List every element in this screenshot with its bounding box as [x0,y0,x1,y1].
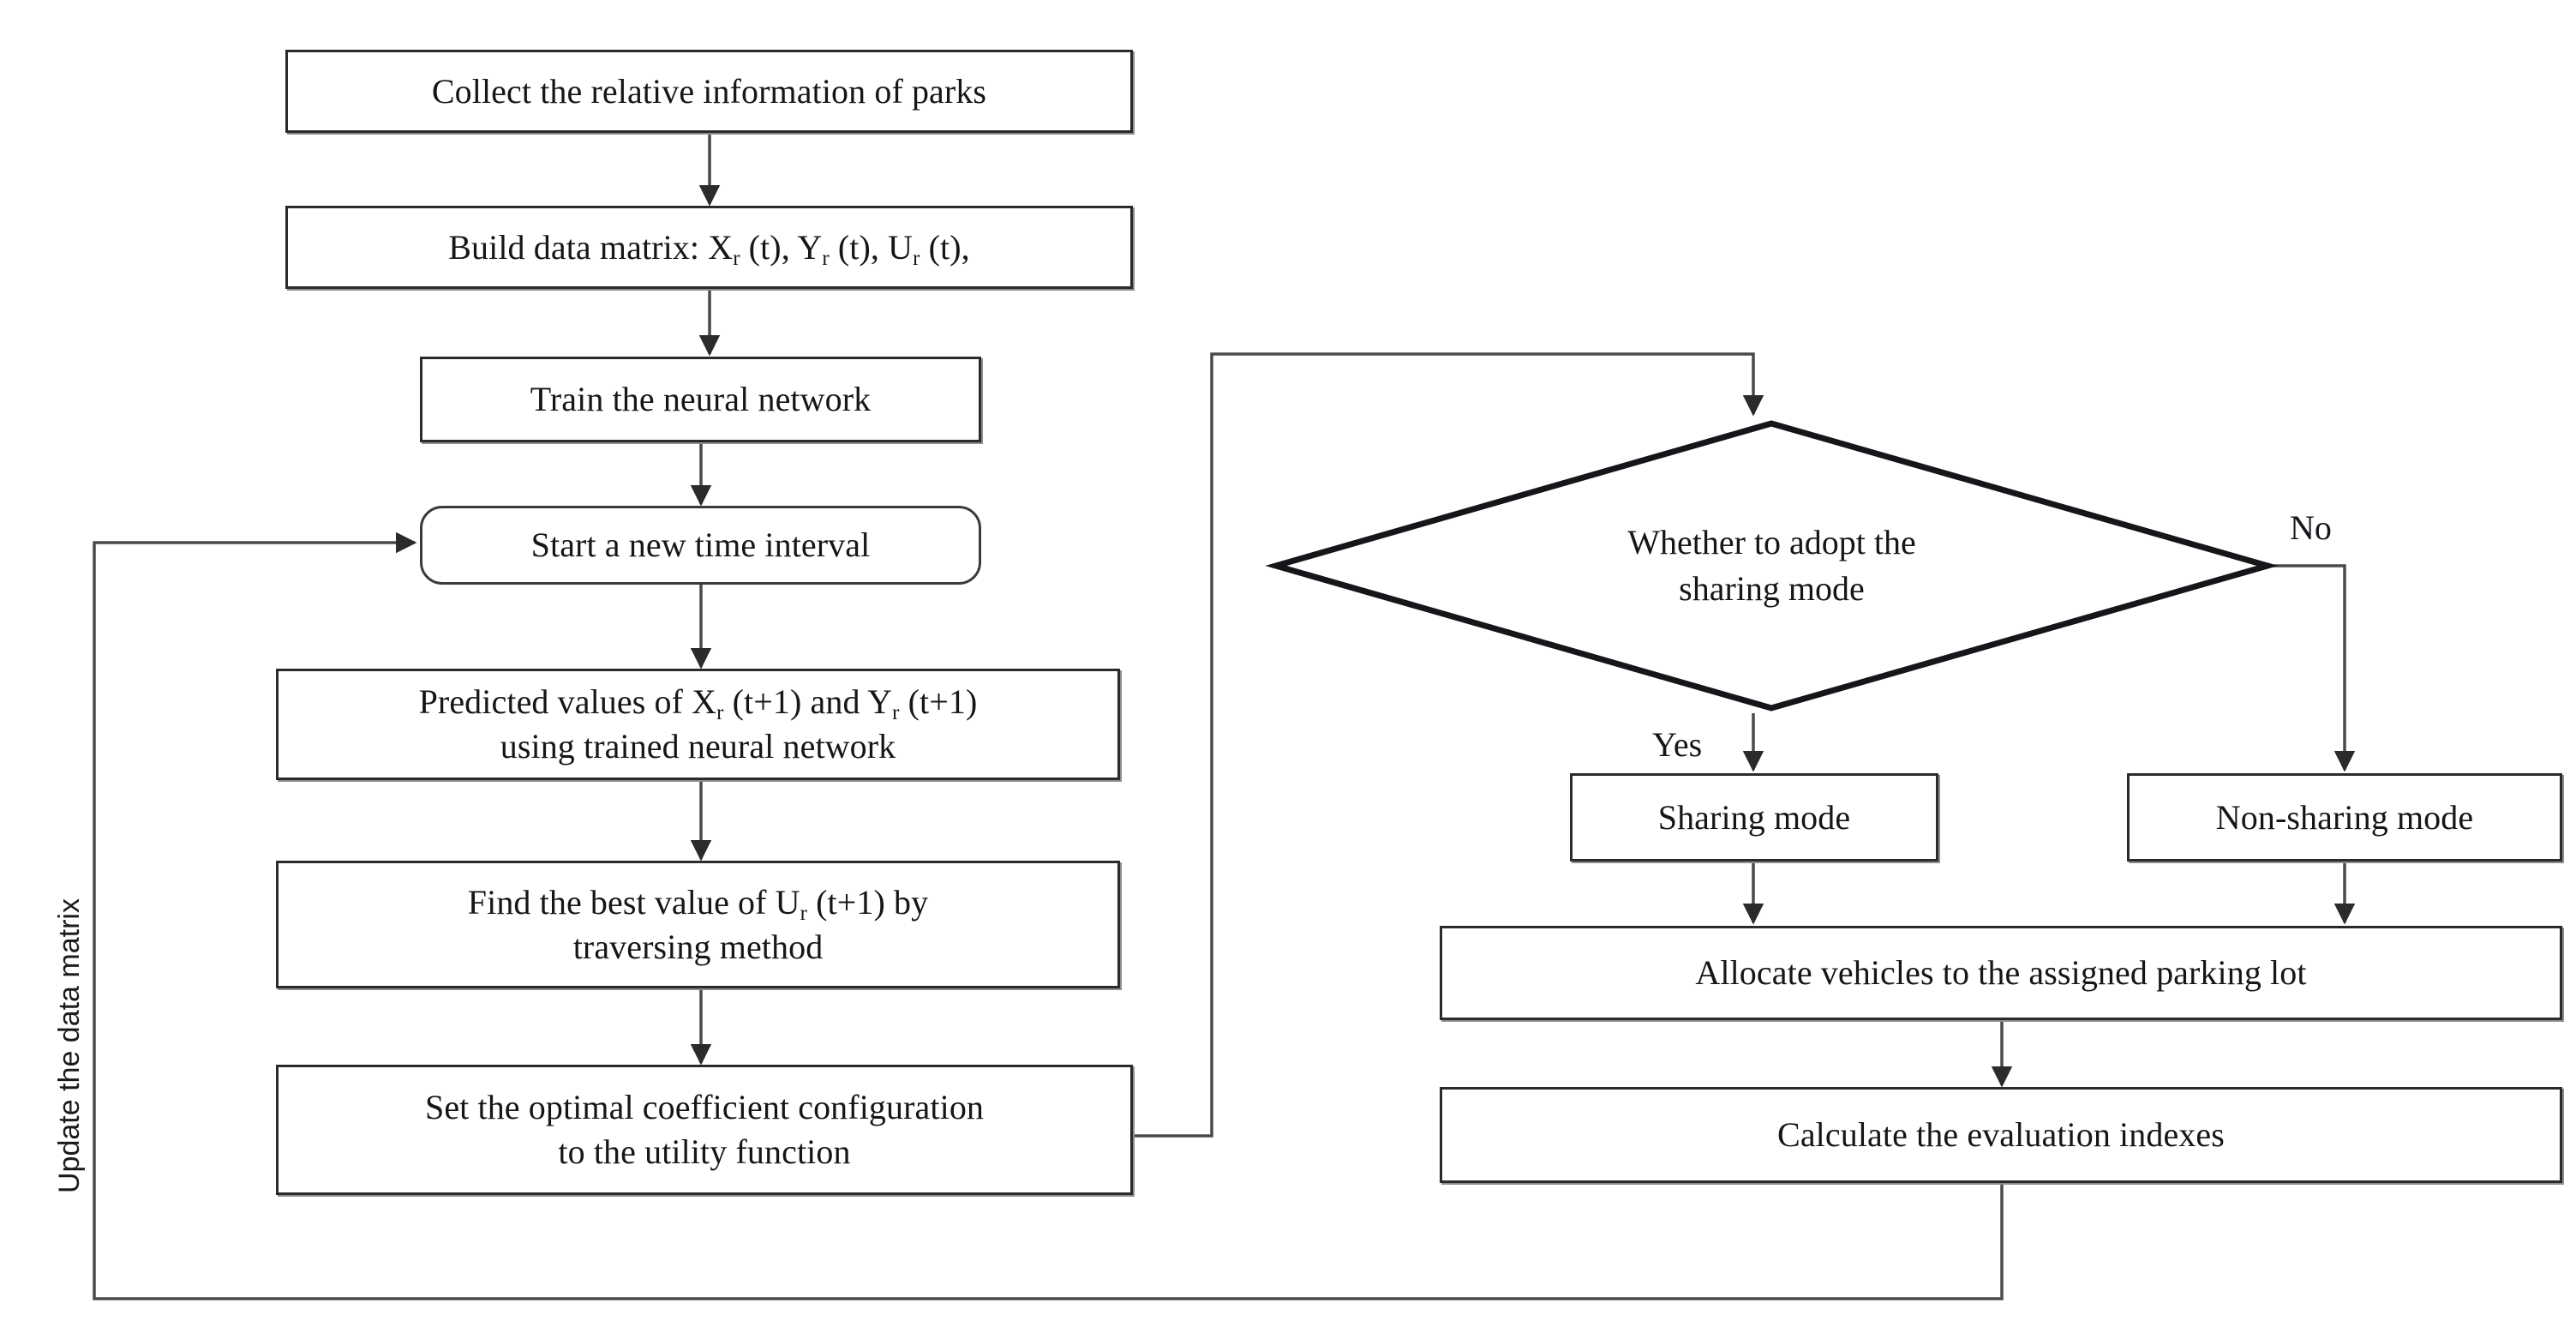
node-allocate-vehicles[interactable]: Allocate vehicles to the assigned parkin… [1440,926,2562,1020]
edge-label-update-data-matrix: Update the data matrix [53,898,86,1193]
node-non-sharing-mode-label: Non-sharing mode [2215,797,2474,837]
node-train-network-label: Train the neural network [530,380,872,418]
edge-decision-no-to-nonsharing [2271,564,2356,772]
build-matrix-part-3: (t), U [829,227,914,267]
edge-label-yes: Yes [1652,725,1703,764]
find-best-part-1: Find the best value of U [467,882,800,922]
node-calculate-indexes-label: Calculate the evaluation indexes [1777,1115,2225,1154]
build-matrix-sub-3: r [913,246,920,270]
decision-diamond-shape [1265,420,2279,712]
node-sharing-mode[interactable]: Sharing mode [1570,773,1938,862]
build-matrix-part-2: (t), Y [740,227,823,267]
node-predicted-values-label: Predicted values of Xr (t+1) and Yr (t+1… [407,680,990,769]
node-allocate-vehicles-label: Allocate vehicles to the assigned parkin… [1695,953,2307,992]
node-set-optimal[interactable]: Set the optimal coefficient configuratio… [276,1065,1133,1195]
find-best-sub-1: r [800,901,808,925]
node-collect-info-label: Collect the relative information of park… [431,71,987,111]
node-collect-info[interactable]: Collect the relative information of park… [285,50,1133,133]
node-predicted-values[interactable]: Predicted values of Xr (t+1) and Yr (t+1… [276,669,1120,780]
node-train-network[interactable]: Train the neural network [420,357,981,442]
predicted-sub-2: r [892,700,900,724]
build-matrix-sub-2: r [822,246,830,270]
predicted-part-3: (t+1) [899,682,978,721]
node-calculate-indexes[interactable]: Calculate the evaluation indexes [1440,1087,2562,1183]
edge-label-no: No [2290,508,2332,547]
find-best-part-3: traversing method [572,927,824,966]
predicted-part-4: using trained neural network [500,727,896,766]
node-non-sharing-mode[interactable]: Non-sharing mode [2127,773,2562,862]
node-build-matrix[interactable]: Build data matrix: Xr (t), Yr (t), Ur (t… [285,206,1133,289]
predicted-part-1: Predicted values of X [418,682,717,721]
node-start-interval-label: Start a new time interval [530,525,871,564]
node-set-optimal-label: Set the optimal coefficient configuratio… [424,1088,985,1171]
node-find-best-value[interactable]: Find the best value of Ur (t+1) by traver… [276,861,1120,988]
predicted-part-2: (t+1) and Y [723,682,893,721]
node-build-matrix-label: Build data matrix: Xr (t), Yr (t), Ur (t… [436,225,982,270]
predicted-sub-1: r [716,700,724,724]
node-sharing-mode-label: Sharing mode [1657,797,1851,837]
build-matrix-part-4: (t), [920,227,970,267]
node-start-interval[interactable]: Start a new time interval [420,506,981,585]
node-decision-label: Whether to adopt the sharing mode [1627,523,1916,608]
node-decision-sharing-mode[interactable]: Whether to adopt the sharing mode [1265,420,2279,712]
find-best-part-2: (t+1) by [807,882,929,922]
build-matrix-sub-1: r [733,246,740,270]
node-find-best-value-label: Find the best value of Ur (t+1) by traver… [456,880,940,970]
build-matrix-part-1: Build data matrix: X [448,227,734,267]
